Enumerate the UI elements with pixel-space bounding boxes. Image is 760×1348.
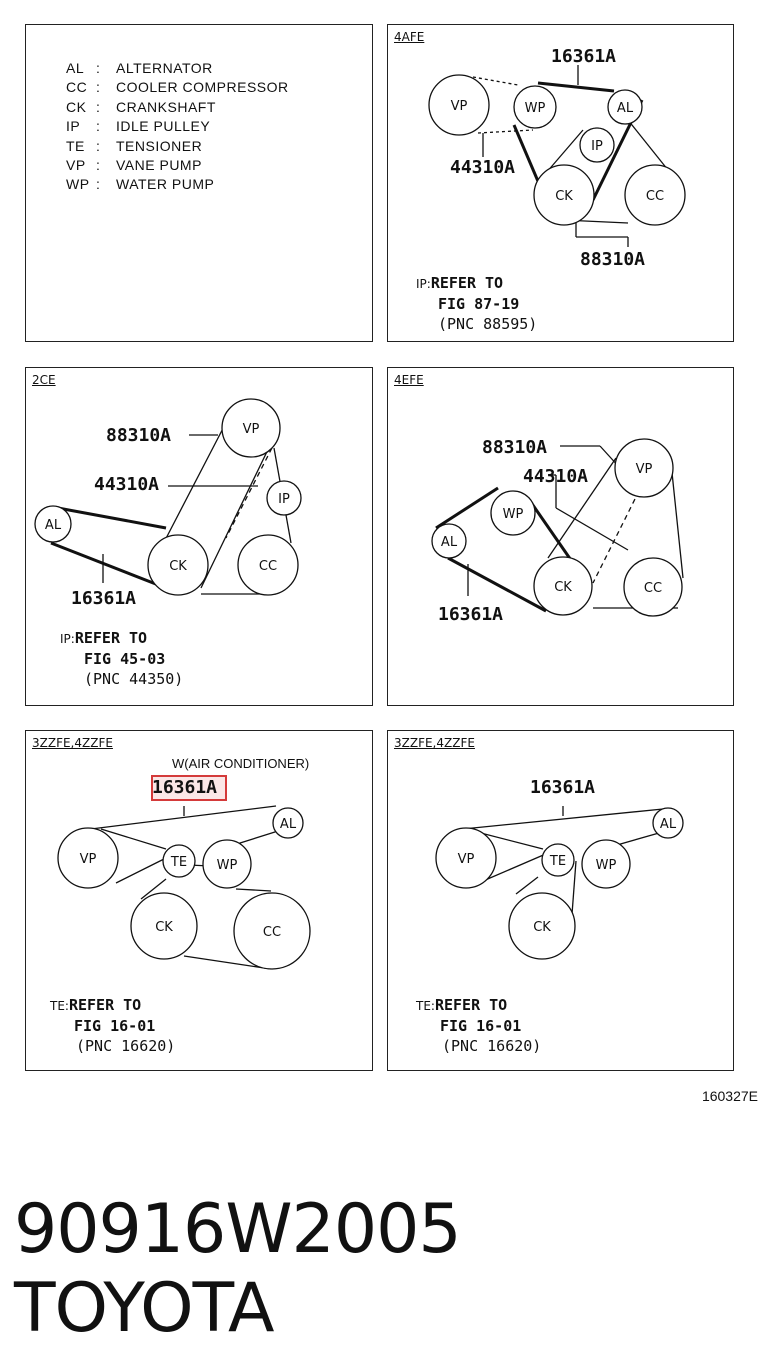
- legend-row: AL:ALTERNATOR: [66, 60, 213, 76]
- engine-label: 3ZZFE,4ZZFE: [394, 736, 475, 750]
- belt-diagram-3zzfe: AL VP TE WP CK 16361A: [435, 777, 684, 960]
- pulley-cc: [237, 534, 299, 596]
- pulley-te: [541, 843, 575, 877]
- pulley-wp: [581, 839, 631, 889]
- legend-row: CC:COOLER COMPRESSOR: [66, 79, 289, 96]
- refer-note: IP:REFER TO FIG 45-03 (PNC 44350): [60, 629, 184, 688]
- figure-id: 160327E: [701, 1088, 758, 1104]
- svg-text:CC: CC: [259, 559, 277, 574]
- engine-label: 4EFE: [394, 373, 424, 387]
- legend-row: IP:IDLE PULLEY: [66, 118, 211, 135]
- air-conditioner-note: W(AIR CONDITIONER): [172, 756, 310, 771]
- pulley-vp: [221, 398, 281, 458]
- legend-row: VP:VANE PUMP: [66, 156, 202, 173]
- svg-text:44310A: 44310A: [450, 157, 515, 178]
- svg-text:88310A: 88310A: [580, 249, 645, 270]
- pulley-al: [272, 807, 304, 839]
- pulley-ck: [147, 534, 209, 596]
- svg-text:TE: TE: [549, 854, 566, 869]
- highlight-box: [151, 775, 227, 801]
- pulley-ip: [579, 127, 615, 163]
- svg-text:CK: CK: [533, 920, 551, 935]
- pulley-cc: [623, 557, 683, 617]
- svg-text:CK: CK: [554, 580, 572, 595]
- pulley-te: [162, 844, 196, 878]
- pulley-ck: [130, 892, 198, 960]
- diagram-3zzfe: 3ZZFE,4ZZFE AL VP TE WP CK 16361A: [387, 730, 734, 1071]
- svg-text:16361A: 16361A: [438, 604, 503, 625]
- pulley-vp: [435, 827, 497, 889]
- footer-caption: 90916W2005TOYOTA: [14, 1190, 760, 1348]
- svg-text:TE: TE: [170, 855, 187, 870]
- svg-text:VP: VP: [451, 99, 468, 114]
- diagram-2ce: 2CE VP IP AL CK CC 88: [25, 367, 373, 706]
- pulley-ck: [508, 892, 576, 960]
- diagram-3zzfe-ac: 3ZZFE,4ZZFE W(AIR CONDITIONER) AL VP TE: [25, 730, 373, 1071]
- pulley-wp: [202, 839, 252, 889]
- svg-text:AL: AL: [280, 817, 297, 832]
- pulley-ck: [533, 556, 593, 616]
- pulley-cc: [624, 164, 686, 226]
- refer-note: TE:REFER TO FIG 16-01 (PNC 16620): [416, 996, 542, 1055]
- svg-text:CK: CK: [155, 920, 173, 935]
- legend-panel: AL:ALTERNATOR CC:COOLER COMPRESSOR CK:CR…: [25, 24, 373, 342]
- svg-text:CK: CK: [169, 559, 187, 574]
- pulley-al: [652, 807, 684, 839]
- svg-text:AL: AL: [45, 518, 62, 533]
- belt-diagram-3zzfe-ac: AL VP TE WP CK CC 16361A: [57, 777, 311, 970]
- part-number: 90916W2005: [14, 1190, 462, 1269]
- svg-text:88310A: 88310A: [482, 437, 547, 458]
- svg-text:VP: VP: [80, 852, 97, 867]
- svg-text:VP: VP: [636, 462, 653, 477]
- svg-text:VP: VP: [243, 422, 260, 437]
- svg-text:44310A: 44310A: [94, 474, 159, 495]
- refer-note: IP:REFER TO FIG 87-19 (PNC 88595): [416, 274, 538, 333]
- svg-text:16361A: 16361A: [551, 46, 616, 67]
- svg-text:44310A: 44310A: [523, 466, 588, 487]
- svg-text:WP: WP: [525, 101, 546, 116]
- svg-text:AL: AL: [617, 101, 634, 116]
- belt-diagram-4efe: VP WP AL CK CC 88310A 44310A 16361A: [431, 437, 684, 625]
- pulley-wp: [490, 490, 536, 536]
- brand-name: TOYOTA: [14, 1269, 274, 1348]
- svg-text:WP: WP: [503, 507, 524, 522]
- belt-diagram-2ce: VP IP AL CK CC 88310A 44310A 16361A: [34, 398, 302, 609]
- engine-label: 2CE: [32, 373, 56, 387]
- svg-text:16361A: 16361A: [71, 588, 136, 609]
- legend-row: WP:WATER PUMP: [66, 176, 215, 193]
- svg-text:CC: CC: [646, 189, 664, 204]
- refer-note: TE:REFER TO FIG 16-01 (PNC 16620): [50, 996, 176, 1055]
- belt-diagram-4afe: VP WP AL IP CK CC 16361A 44310A 88310A: [428, 46, 686, 270]
- pulley-al: [431, 523, 467, 559]
- diagram-4afe: 4AFE VP WP: [387, 24, 734, 342]
- legend-list: AL:ALTERNATOR CC:COOLER COMPRESSOR CK:CR…: [66, 60, 289, 196]
- svg-text:16361A: 16361A: [530, 777, 595, 798]
- diagram-4efe: 4EFE VP WP AL CK: [387, 367, 734, 706]
- pulley-wp: [513, 85, 557, 129]
- pulley-cc: [233, 892, 311, 970]
- svg-text:WP: WP: [217, 858, 238, 873]
- engine-label: 3ZZFE,4ZZFE: [32, 736, 113, 750]
- pulley-vp: [428, 74, 490, 136]
- svg-text:AL: AL: [441, 535, 458, 550]
- svg-text:IP: IP: [278, 492, 290, 507]
- engine-label: 4AFE: [394, 30, 425, 44]
- legend-row: CK:CRANKSHAFT: [66, 98, 216, 115]
- svg-text:WP: WP: [596, 858, 617, 873]
- pulley-ip: [266, 480, 302, 516]
- svg-text:16361A: 16361A: [152, 777, 217, 798]
- pulley-ck: [533, 164, 595, 226]
- pulley-vp: [614, 438, 674, 498]
- pulley-vp: [57, 827, 119, 889]
- svg-text:AL: AL: [660, 817, 677, 832]
- svg-text:IP: IP: [591, 139, 603, 154]
- svg-text:CK: CK: [555, 189, 573, 204]
- svg-text:CC: CC: [263, 925, 281, 940]
- svg-text:VP: VP: [458, 852, 475, 867]
- pulley-al: [607, 89, 643, 125]
- svg-text:CC: CC: [644, 581, 662, 596]
- svg-text:88310A: 88310A: [106, 425, 171, 446]
- pulley-al: [34, 505, 72, 543]
- legend-row: TE:TENSIONER: [66, 137, 203, 154]
